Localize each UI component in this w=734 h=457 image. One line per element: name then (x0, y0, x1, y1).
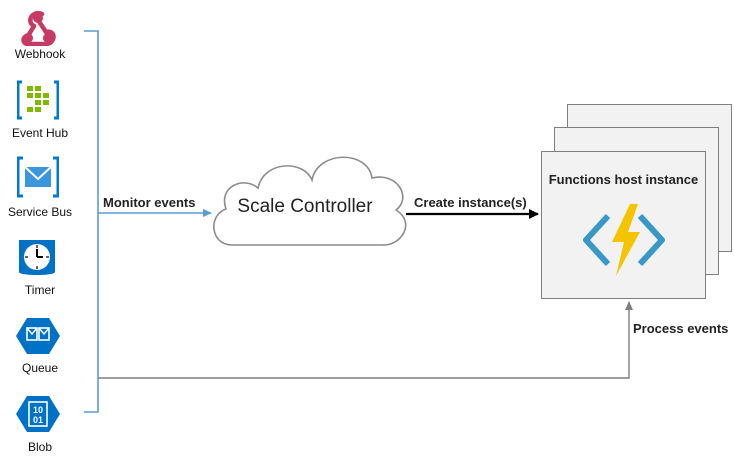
sources-bracket (84, 30, 99, 413)
azure-functions-icon (582, 202, 666, 278)
host-instance-title: Functions host instance (548, 172, 699, 187)
source-label-queue: Queue (21, 361, 59, 375)
source-label-timer: Timer (24, 283, 56, 297)
process-events-arrow (98, 301, 633, 379)
service-bus-icon (16, 156, 60, 198)
create-instances-label: Create instance(s) (414, 195, 527, 210)
process-events-label: Process events (633, 321, 729, 336)
blob-icon: 10 01 (15, 394, 61, 434)
source-label-event-hub: Event Hub (11, 126, 69, 140)
blob-icon-text-bottom: 01 (33, 415, 43, 425)
timer-icon (15, 234, 59, 278)
scale-controller-cloud (213, 156, 407, 246)
host-instance-card: Functions host instance (541, 151, 706, 299)
monitor-events-label: Monitor events (103, 195, 196, 210)
source-label-webhook: Webhook (14, 47, 66, 61)
source-label-blob: Blob (27, 440, 53, 454)
queue-icon (15, 316, 61, 356)
source-label-service-bus: Service Bus (7, 205, 73, 219)
blob-icon-text-top: 10 (33, 405, 43, 415)
webhook-icon (18, 6, 58, 47)
event-hub-icon (16, 80, 60, 120)
scale-controller-label: Scale Controller (237, 196, 373, 217)
